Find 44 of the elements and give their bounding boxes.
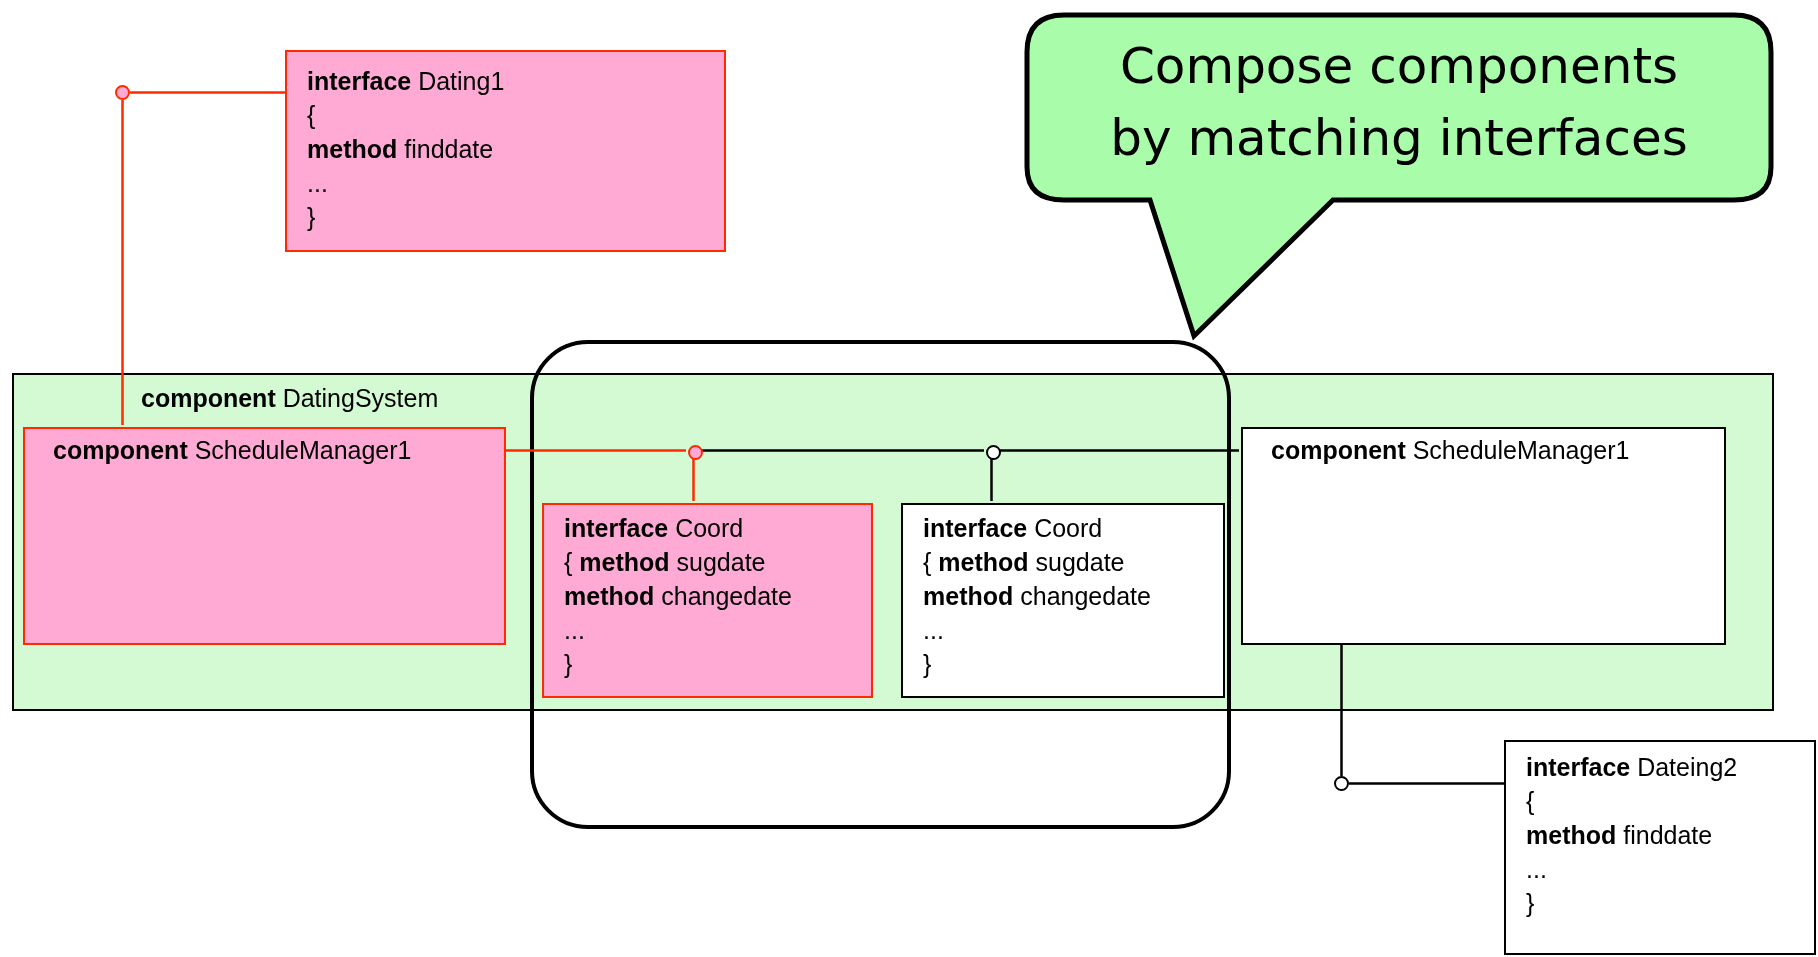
junction-circle — [688, 445, 703, 460]
connector-line — [130, 91, 285, 94]
connector-line — [692, 458, 695, 501]
code-line: } — [1526, 888, 1536, 919]
code-line: method changedate — [923, 581, 1152, 612]
junction-circle — [986, 445, 1001, 460]
code-line: { method sugdate — [564, 547, 767, 578]
connector-line — [121, 100, 124, 425]
code-line: { — [307, 100, 317, 131]
connector-line — [999, 449, 1239, 452]
interface-title: interface Coord — [564, 513, 745, 544]
component-title: component ScheduleManager1 — [1271, 435, 1631, 466]
junction-circle — [1334, 776, 1349, 791]
code-line: ... — [564, 615, 586, 646]
code-line: method finddate — [1526, 820, 1714, 851]
junction-circle — [115, 85, 130, 100]
interface-box — [542, 503, 873, 698]
connector-line — [701, 449, 984, 452]
component-box — [1241, 427, 1726, 645]
code-line: } — [564, 649, 574, 680]
connector-line — [1349, 782, 1504, 785]
interface-title: interface Coord — [923, 513, 1104, 544]
component-title: component DatingSystem — [141, 383, 440, 414]
interface-box — [901, 503, 1225, 698]
connector-line — [990, 458, 993, 501]
code-line: method finddate — [307, 134, 495, 165]
code-line: ... — [307, 168, 329, 199]
connector-line — [1340, 643, 1343, 776]
component-box — [23, 427, 506, 645]
code-line: } — [923, 649, 933, 680]
component-frame — [12, 373, 1774, 711]
callout-text: Compose components by matching interfaces — [1109, 36, 1689, 169]
component-title: component ScheduleManager1 — [53, 435, 413, 466]
code-line: ... — [923, 615, 945, 646]
interface-box — [1504, 740, 1816, 955]
code-line: { — [1526, 786, 1536, 817]
connector-line — [504, 449, 686, 452]
interface-box — [285, 50, 726, 252]
code-line: ... — [1526, 854, 1548, 885]
interface-title: interface Dating1 — [307, 66, 506, 97]
code-line: method changedate — [564, 581, 793, 612]
code-line: { method sugdate — [923, 547, 1126, 578]
interface-title: interface Dateing2 — [1526, 752, 1739, 783]
code-line: } — [307, 202, 317, 233]
